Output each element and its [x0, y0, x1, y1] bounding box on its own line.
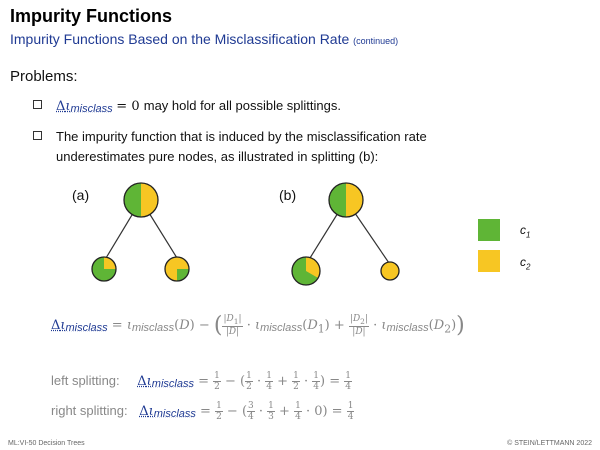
bullet-1-tail: may hold for all possible splittings.	[143, 98, 341, 113]
legend-c2-swatch	[478, 250, 500, 272]
subtitle-suffix: (continued)	[353, 36, 399, 46]
legend-c1-label: c1	[520, 223, 531, 240]
tree-a-left-node	[91, 256, 117, 282]
tree-b	[291, 182, 400, 286]
formula-delta: Διmisclass	[51, 318, 108, 334]
footer-left: ML:VI-50 Decision Trees	[8, 440, 85, 447]
bullet-1-text: Διmisclass = 0 may hold for all possible…	[56, 98, 341, 115]
tree-b-label: (b)	[279, 187, 297, 203]
tree-b-left-node	[291, 256, 321, 286]
tree-b-root-node	[328, 182, 364, 218]
delta-symbol: Διmisclass	[56, 99, 113, 115]
bullet-2: The impurity function that is induced by…	[33, 127, 573, 169]
misclass-formula: Διmisclass = ιmisclass(D) − (|D1||D| · ι…	[51, 313, 465, 338]
problems-label: Problems:	[10, 68, 78, 85]
legend-c1-swatch	[478, 219, 500, 241]
decision-trees-diagram	[91, 182, 400, 286]
left-splitting-label: left splitting:	[51, 373, 120, 388]
bullet-2-line-2: underestimates pure nodes, as illustrate…	[56, 149, 379, 164]
footer-right: © STEIN/LETTMANN 2022	[507, 440, 592, 447]
subtitle-text: Impurity Functions Based on the Misclass…	[10, 31, 350, 47]
legend-c2-label: c2	[520, 255, 531, 272]
bullet-2-text: The impurity function that is induced by…	[56, 127, 427, 167]
bullet-marker	[33, 100, 42, 109]
tree-b-right-node	[380, 261, 400, 281]
tree-a-root-node	[123, 182, 159, 218]
tree-a-label: (a)	[72, 187, 90, 203]
page-subtitle: Impurity Functions Based on the Misclass…	[10, 31, 398, 47]
bullet-marker	[33, 131, 42, 140]
tree-a-right-node	[164, 256, 190, 282]
tree-a	[91, 182, 190, 282]
right-splitting-label: right splitting:	[51, 403, 128, 418]
bullet-1: Διmisclass = 0 may hold for all possible…	[33, 96, 573, 116]
page-title: Impurity Functions	[10, 6, 172, 26]
bullet-2-line-1: The impurity function that is induced by…	[56, 129, 427, 144]
